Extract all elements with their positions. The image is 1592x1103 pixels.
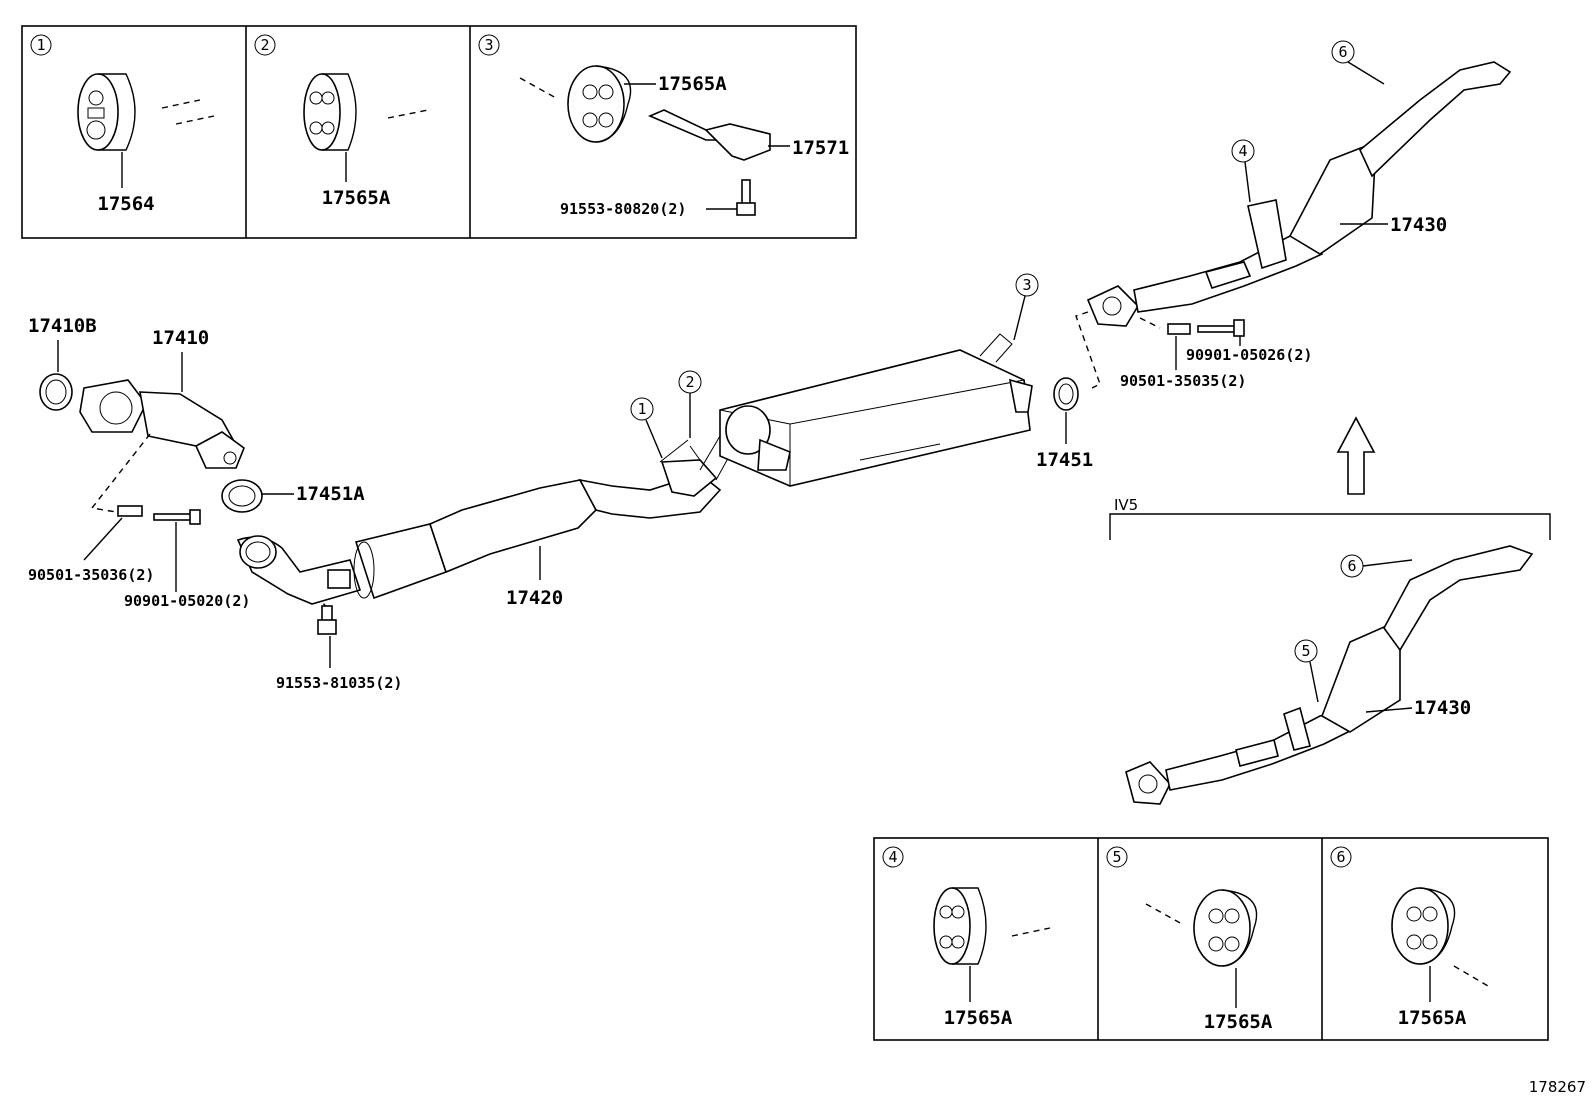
exhaust-manifold-converter-17410-icon (79, 379, 245, 469)
label-17430-top: 17430 (1390, 214, 1447, 236)
label-90901-05020: 90901-05020(2) (124, 592, 250, 610)
bolt-91553-81035-icon (317, 605, 337, 635)
arrow-up-icon (1336, 416, 1376, 495)
callout-6-iv5: 6 (1347, 557, 1356, 575)
inset-3: 3 17565A 17571 91553-8 (478, 34, 849, 218)
hanger-17565a-icon (303, 73, 357, 151)
tail-pipe-17430-iv5-icon (1125, 545, 1534, 805)
label-90901-05026: 90901-05026(2) (1186, 346, 1312, 364)
variant-iv5: IV5 6 5 17430 (1109, 496, 1551, 805)
hanger-17565a-icon (1391, 887, 1456, 965)
label-90501-35036: 90501-35036(2) (28, 566, 154, 584)
hanger-17565a-icon (933, 887, 987, 965)
stud-90501-35036-icon (117, 505, 143, 517)
label-17410: 17410 (152, 327, 209, 349)
label-17420: 17420 (506, 587, 563, 609)
label-90501-35035: 90501-35035(2) (1120, 372, 1246, 390)
inset-4: 4 17565A (882, 846, 1051, 1029)
center-pipe-17420: 17420 1 2 3 17451 (236, 273, 1093, 609)
hanger-17565a-icon (567, 65, 632, 143)
callout-1-center: 1 (637, 400, 646, 418)
label-17571: 17571 (792, 137, 849, 159)
front-pipe-17420-icon (236, 435, 737, 605)
label-91553-80820: 91553-80820(2) (560, 200, 686, 218)
label-17451: 17451 (1036, 449, 1093, 471)
label-17430-iv5: 17430 (1414, 697, 1471, 719)
variant-label: IV5 (1114, 496, 1138, 514)
stud-90501-35035-icon (1167, 323, 1191, 335)
gasket-17451-icon (1053, 377, 1079, 411)
callout-4-top: 4 (1238, 142, 1247, 160)
inset-2-callout: 2 (260, 36, 269, 54)
callout-5-iv5: 5 (1301, 642, 1310, 660)
gasket-17451a-icon (221, 479, 263, 513)
label-17565a-inset4: 17565A (944, 1007, 1013, 1029)
tail-pipe-17430-standard: 6 4 17430 90501-35035(2) 90901-05026(2) (1075, 40, 1512, 390)
inset-5: 5 17565A (1106, 846, 1273, 1033)
label-17410b: 17410B (28, 315, 97, 337)
inset-boxes-bottom: 4 17565A 5 (873, 837, 1549, 1041)
callout-2-center: 2 (685, 373, 694, 391)
callout-3-center: 3 (1022, 276, 1031, 294)
inset-6-callout: 6 (1336, 848, 1345, 866)
label-17565a-inset6: 17565A (1398, 1007, 1467, 1029)
inset-2: 2 17565A (254, 34, 429, 209)
gasket-17410b-icon (39, 373, 73, 411)
muffler-icon (719, 333, 1033, 487)
callout-6-top: 6 (1338, 43, 1347, 61)
bolt-icon (736, 179, 756, 216)
bolt-90901-05020-icon (153, 509, 201, 525)
label-17565a-inset3: 17565A (658, 73, 727, 95)
front-section: 17410B 17410 90501-35036(2) 90901-05020(… (28, 315, 402, 692)
label-91553-81035: 91553-81035(2) (276, 674, 402, 692)
inset-6: 6 17565A (1330, 846, 1489, 1029)
hanger-17564-icon (77, 73, 136, 151)
label-17564: 17564 (97, 193, 154, 215)
figure-id: 178267 (1529, 1078, 1586, 1096)
inset-1: 1 17564 (30, 34, 215, 215)
hanger-17565a-icon (1193, 889, 1258, 967)
label-17565a-inset5: 17565A (1204, 1011, 1273, 1033)
label-17565a-inset2: 17565A (322, 187, 391, 209)
inset-boxes-top: 1 17564 2 (21, 25, 857, 239)
inset-4-callout: 4 (888, 848, 897, 866)
tail-pipe-17430-icon (1086, 61, 1512, 327)
bolt-90901-05026-icon (1197, 319, 1245, 337)
bracket-17571-icon (647, 109, 771, 161)
inset-3-callout: 3 (484, 36, 493, 54)
inset-5-callout: 5 (1112, 848, 1121, 866)
label-17451a: 17451A (296, 483, 365, 505)
inset-1-callout: 1 (36, 36, 45, 54)
